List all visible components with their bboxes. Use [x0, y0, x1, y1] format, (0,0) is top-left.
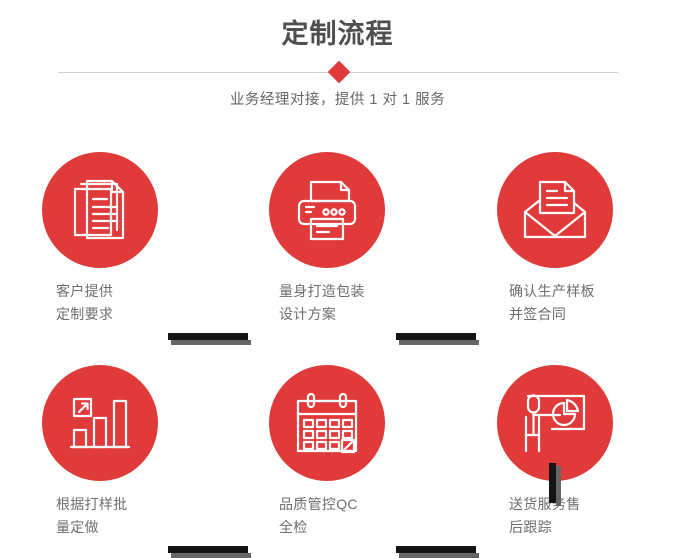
- diamond-marker-icon: [327, 60, 351, 84]
- connector-bar-shadow: [171, 553, 251, 558]
- flow-step-1-circle[interactable]: [42, 152, 158, 268]
- flow-step-4-label-line2: 量定做: [56, 519, 99, 535]
- connector-step4-step5: [168, 546, 251, 558]
- connector-step1-step2: [168, 333, 251, 345]
- flow-step-3-circle[interactable]: [497, 152, 613, 268]
- connector-bar-shadow: [171, 340, 251, 345]
- flow-step-5-label-line2: 全检: [279, 519, 308, 535]
- flow-step-2-circle[interactable]: [269, 152, 385, 268]
- flow-step-1-label-line2: 定制要求: [56, 306, 114, 322]
- flow-step-5-circle[interactable]: [269, 365, 385, 481]
- flow-step-4-label-line1: 根据打样批: [56, 496, 128, 512]
- flow-step-6-circle[interactable]: [497, 365, 613, 481]
- page-subtitle: 业务经理对接，提供 1 对 1 服务: [229, 92, 446, 108]
- flow-step-6-label-line1: 送货服务售: [509, 496, 581, 512]
- flow-step-6-label-line2: 后跟踪: [509, 519, 552, 535]
- flow-step-3-label: 确认生产样板 并签合同: [509, 280, 659, 326]
- connector-bar: [168, 333, 248, 340]
- process-flow: 客户提供 定制要求: [0, 130, 675, 558]
- flow-step-2-label: 量身打造包装 设计方案: [279, 280, 429, 326]
- connector-step2-step3: [396, 333, 479, 345]
- flow-step-4-circle[interactable]: [42, 365, 158, 481]
- page-header: 定制流程 业务经理对接，提供 1 对 1 服务: [0, 0, 675, 130]
- flow-step-5-label: 品质管控QC 全检: [279, 493, 429, 539]
- flow-step-3-label-line1: 确认生产样板: [509, 283, 595, 299]
- flow-step-4-label: 根据打样批 量定做: [56, 493, 206, 539]
- flow-step-1-label: 客户提供 定制要求: [56, 280, 206, 326]
- title-divider: [58, 60, 618, 84]
- flow-step-2-label-line1: 量身打造包装: [279, 283, 365, 299]
- connector-bar-shadow: [399, 553, 479, 558]
- flow-step-6-label: 送货服务售 后跟踪: [509, 493, 659, 539]
- connector-bar-shadow: [399, 340, 479, 345]
- connector-step5-step6: [396, 546, 479, 558]
- page-title: 定制流程: [281, 19, 394, 49]
- flow-step-2-label-line2: 设计方案: [279, 306, 337, 322]
- flow-step-5-label-line1: 品质管控QC: [279, 496, 358, 512]
- connector-step3-step6: [549, 463, 561, 506]
- connector-bar: [549, 463, 556, 503]
- connector-bar: [396, 333, 476, 340]
- flow-step-1-label-line1: 客户提供: [56, 283, 114, 299]
- connector-bar-shadow: [556, 466, 561, 506]
- flow-step-3-label-line2: 并签合同: [509, 306, 567, 322]
